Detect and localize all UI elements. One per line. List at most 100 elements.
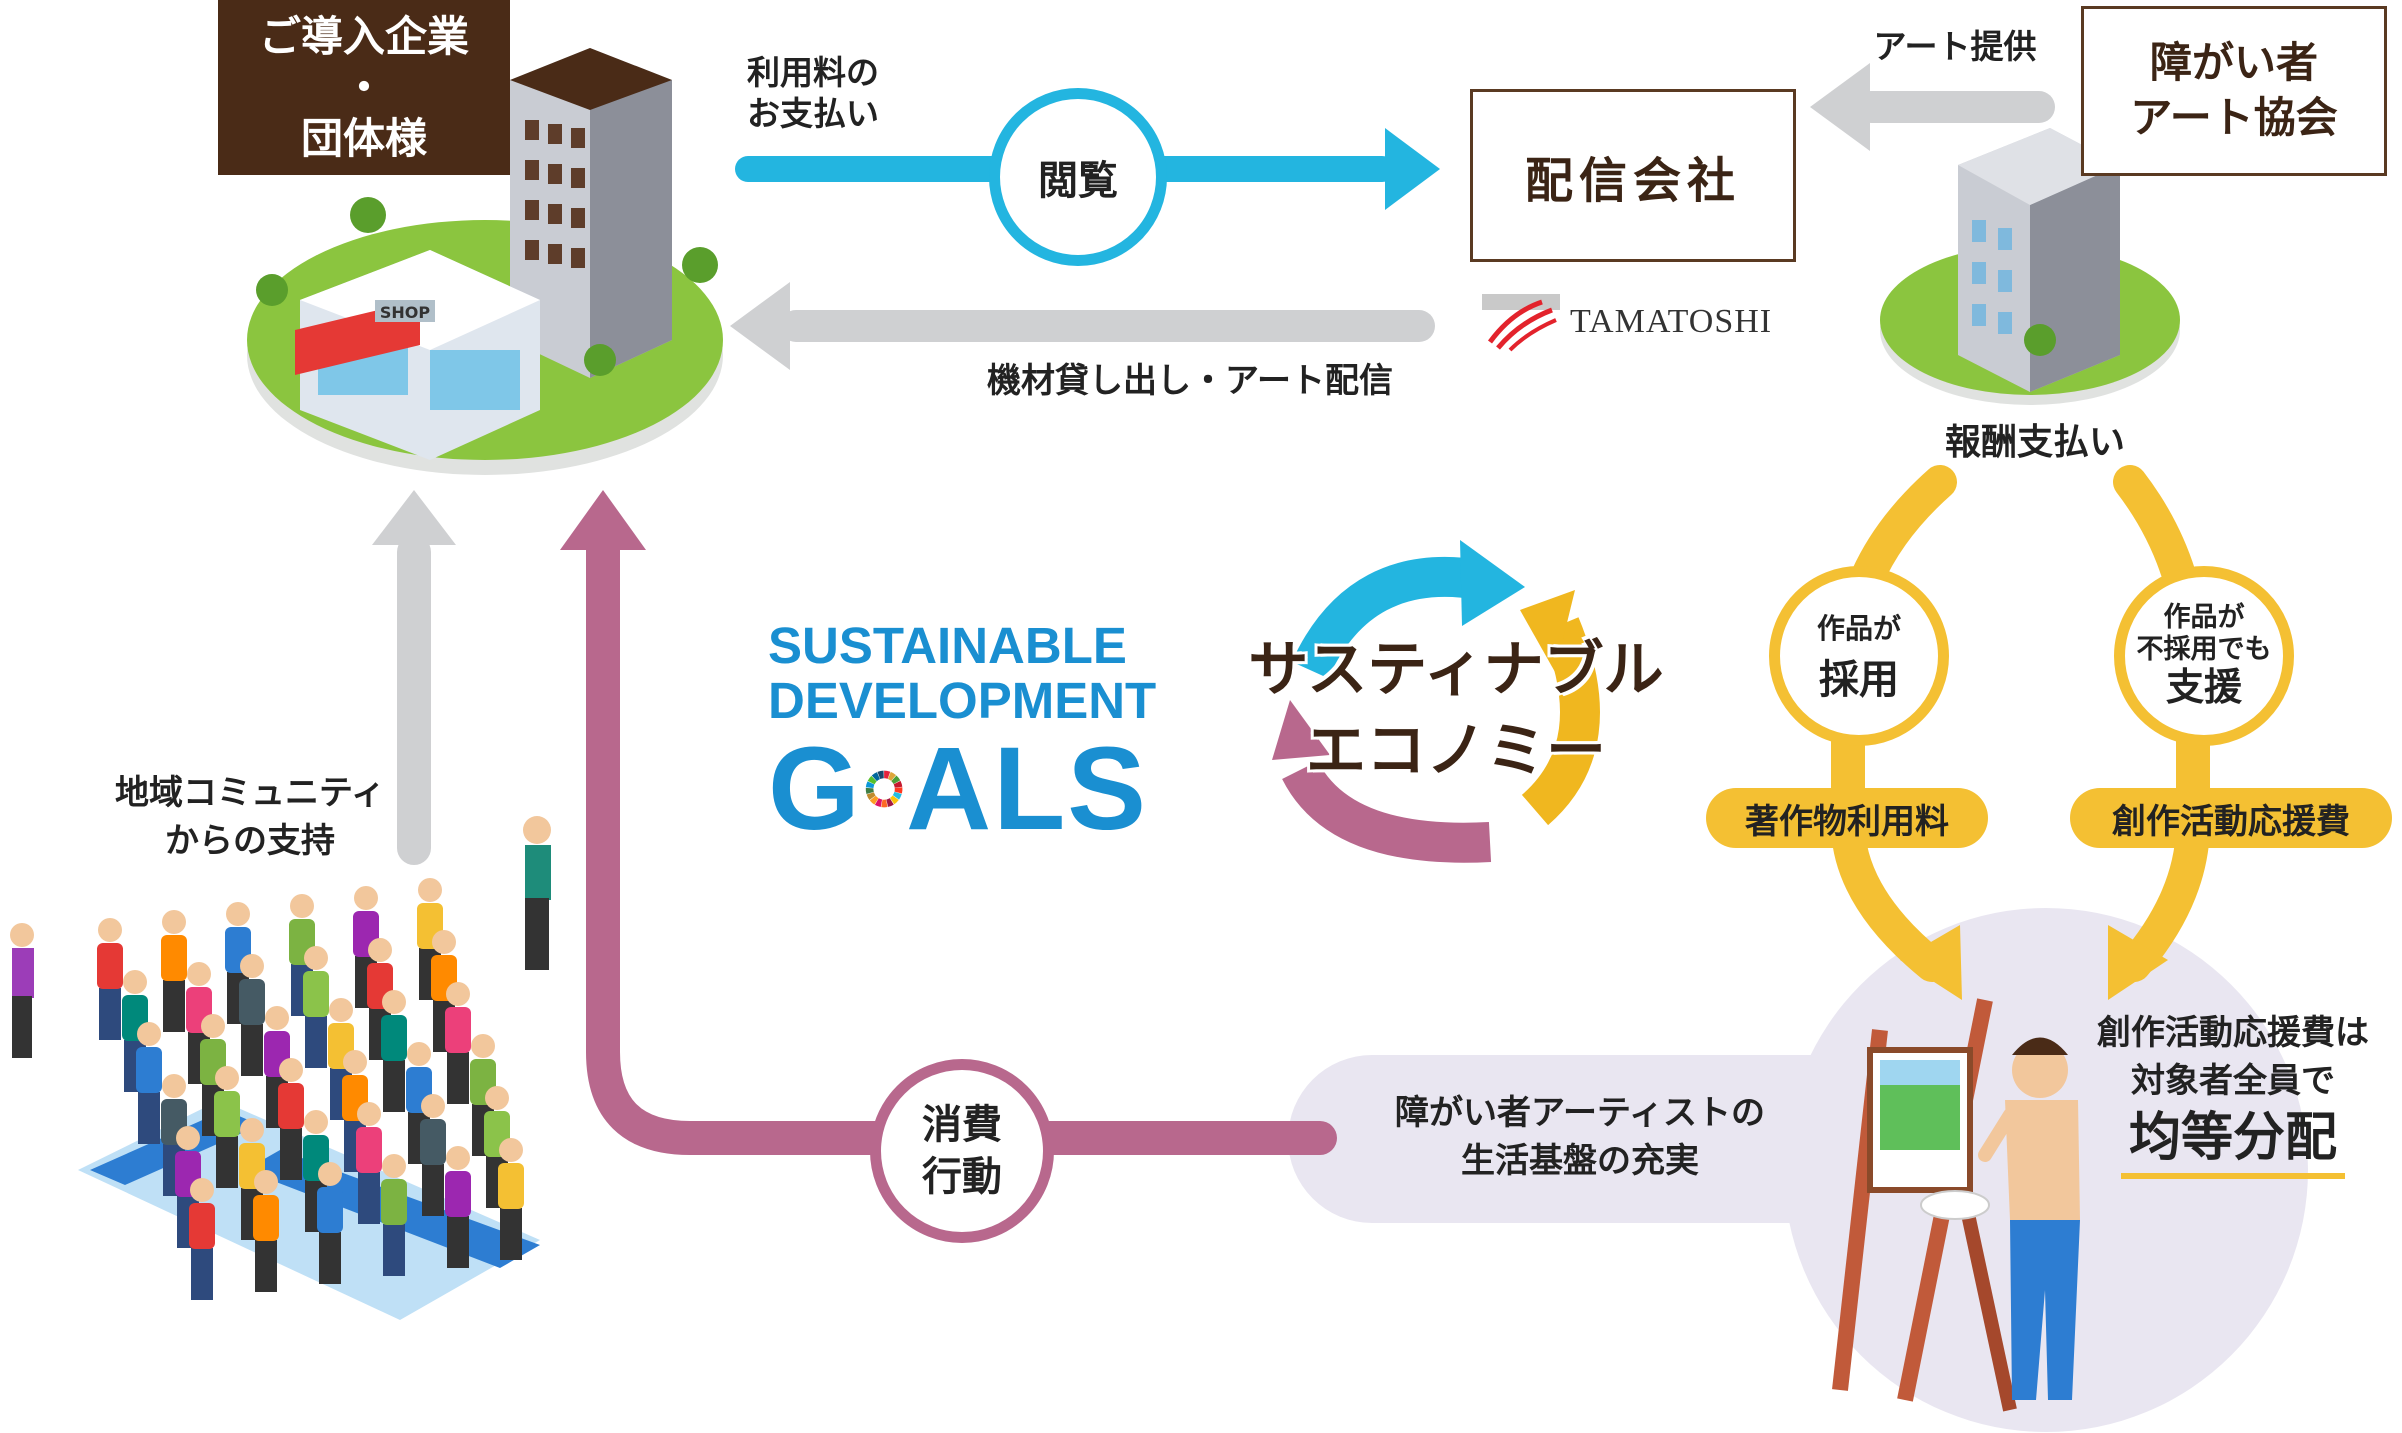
not-adopted-line2: 不採用でも: [2136, 633, 2272, 665]
sdgs-wheel-segment: [871, 772, 880, 782]
sdgs-goals-g: G: [768, 723, 862, 855]
crowd-person: [445, 982, 471, 1104]
crowd-person: [214, 1066, 240, 1188]
crowd-person: [498, 1138, 524, 1260]
crowd-person: [381, 990, 407, 1112]
sdgs-wheel-segment: [893, 780, 903, 788]
adopted-line2: 採用: [1819, 657, 1899, 703]
equal-line1: 創作活動応援費は: [2097, 1013, 2369, 1053]
sdgs-wheel-segment: [869, 795, 879, 805]
sdgs-wheel-segment: [867, 775, 877, 785]
community-support-arrow: [372, 490, 456, 865]
assoc-building-illustration: [1880, 128, 2180, 405]
crowd-person: [97, 918, 123, 1040]
sdgs-wheel-segment: [874, 798, 882, 808]
sdgs-wheel-segment: [886, 798, 894, 807]
association-line1: 障がい者: [2149, 38, 2318, 88]
crowd-person: [239, 954, 265, 1076]
support-fee-pill: 創作活動応援費: [2070, 788, 2392, 848]
distributor-box: 配信会社: [1470, 89, 1796, 262]
not-adopted-line3: 支援: [2165, 665, 2242, 710]
consume-line2: 行動: [922, 1154, 1002, 1200]
cycle-arrows: [1272, 540, 1600, 863]
sdgs-wheel-segment: [877, 770, 884, 780]
payment-line2: お支払い: [747, 94, 879, 134]
consume-line1: 消費: [922, 1102, 1002, 1148]
crowd-person: [189, 1178, 215, 1300]
sustainable-economy-label: サスティナブル エコノミー: [1236, 630, 1676, 792]
consumption-arrow: [560, 490, 1337, 1155]
crowd-person: [253, 1170, 279, 1292]
sdgs-wheel-segment: [865, 781, 875, 789]
not-adopted-line1: 作品が: [2163, 601, 2245, 633]
sdgs-wheel-segment: [889, 795, 899, 805]
tamatoshi-mark-icon: [1482, 294, 1560, 352]
community-crowd-illustration: [78, 878, 540, 1320]
sdgs-wheel-segment: [881, 799, 888, 808]
crowd-person: [445, 1146, 471, 1268]
sdgs-wheel-segment: [866, 792, 876, 801]
art-provide-arrow: [1810, 63, 2055, 151]
copyright-fee-label: 著作物利用料: [1745, 801, 1949, 842]
corp-label-line2: ・: [342, 62, 385, 112]
community-line1: 地域コミュニティ: [115, 773, 385, 813]
distributor-label: 配信会社: [1524, 152, 1741, 209]
standing-people-illustration: [10, 816, 551, 1058]
community-line2: からの支持: [165, 820, 335, 861]
payment-label: 利用料の お支払い: [728, 52, 898, 135]
sdgs-goals-rest: ALS: [906, 723, 1148, 855]
sdgs-wheel-segment: [891, 775, 901, 784]
association-box: 障がい者 アート協会: [2081, 6, 2387, 176]
copyright-fee-pill: 著作物利用料: [1706, 788, 1988, 848]
art-provide-label: アート提供: [1873, 27, 2037, 66]
economy-line1: サスティナブル: [1248, 635, 1664, 705]
consume-circle: 消費 行動: [870, 1059, 1054, 1243]
equal-line2: 対象者全員で: [2131, 1060, 2335, 1101]
sdgs-wheel-segment: [887, 771, 896, 781]
equal-line3: 均等分配: [2120, 1105, 2345, 1179]
crowd-person: [289, 894, 315, 1016]
crowd-person: [278, 1058, 304, 1180]
sdgs-wheel-segment: [894, 787, 903, 794]
sdgs-wheel-segment: [865, 787, 874, 795]
association-line2: アート協会: [2130, 93, 2338, 142]
crowd-person: [317, 1162, 343, 1284]
payment-line1: 利用料の: [747, 53, 879, 92]
sdgs-wheel-icon: [865, 770, 903, 808]
crowd-person: [356, 1102, 382, 1224]
view-circle: 閲覧: [989, 88, 1167, 266]
crowd-person: [303, 946, 329, 1068]
tamatoshi-logo: TAMATOSHI: [1482, 292, 1772, 352]
crowd-person: [381, 1154, 407, 1276]
economy-line2: エコノミー: [1306, 716, 1606, 786]
tamatoshi-text: TAMATOSHI: [1570, 303, 1773, 340]
artist-line1: 障がい者アーティストの: [1395, 1093, 1765, 1133]
crowd-person: [161, 910, 187, 1032]
view-label: 閲覧: [1038, 158, 1118, 204]
not-adopted-circle: 作品が 不採用でも 支援: [2114, 566, 2294, 746]
equal-distribution-text: 創作活動応援費は 対象者全員で 均等分配: [2064, 1010, 2402, 1179]
crowd-person: [420, 1094, 446, 1216]
corp-label: ご導入企業 ・ 団体様: [218, 0, 510, 175]
artist-life-label: 障がい者アーティストの 生活基盤の充実: [1340, 1090, 1820, 1185]
corp-label-line3: 団体様: [300, 114, 427, 164]
shop-sign-text: SHOP: [380, 303, 431, 322]
adopted-circle: 作品が 採用: [1769, 566, 1949, 746]
sdgs-line2: DEVELOPMENT: [768, 672, 1157, 729]
community-label: 地域コミュニティ からの支持: [100, 770, 400, 865]
sdgs-wheel-segment: [892, 791, 902, 800]
sdgs-wheel-segment: [883, 770, 891, 779]
sdgs-goals: G ALS: [768, 730, 1148, 848]
reward-label: 報酬支払い: [1944, 422, 2125, 463]
corp-island-illustration: SHOP: [247, 48, 723, 475]
crowd-person: [136, 1022, 162, 1144]
equipment-label: 機材貸し出し・アート配信: [987, 361, 1393, 401]
painter-illustration: [1832, 998, 2080, 1412]
adopted-line1: 作品が: [1816, 612, 1901, 645]
corp-label-line1: ご導入企業: [258, 11, 469, 61]
support-fee-label: 創作活動応援費: [2112, 801, 2350, 842]
artist-line2: 生活基盤の充実: [1461, 1140, 1699, 1181]
sdgs-logo: SUSTAINABLE DEVELOPMENT G ALS: [768, 617, 1157, 848]
sdgs-line1: SUSTAINABLE: [768, 617, 1127, 674]
